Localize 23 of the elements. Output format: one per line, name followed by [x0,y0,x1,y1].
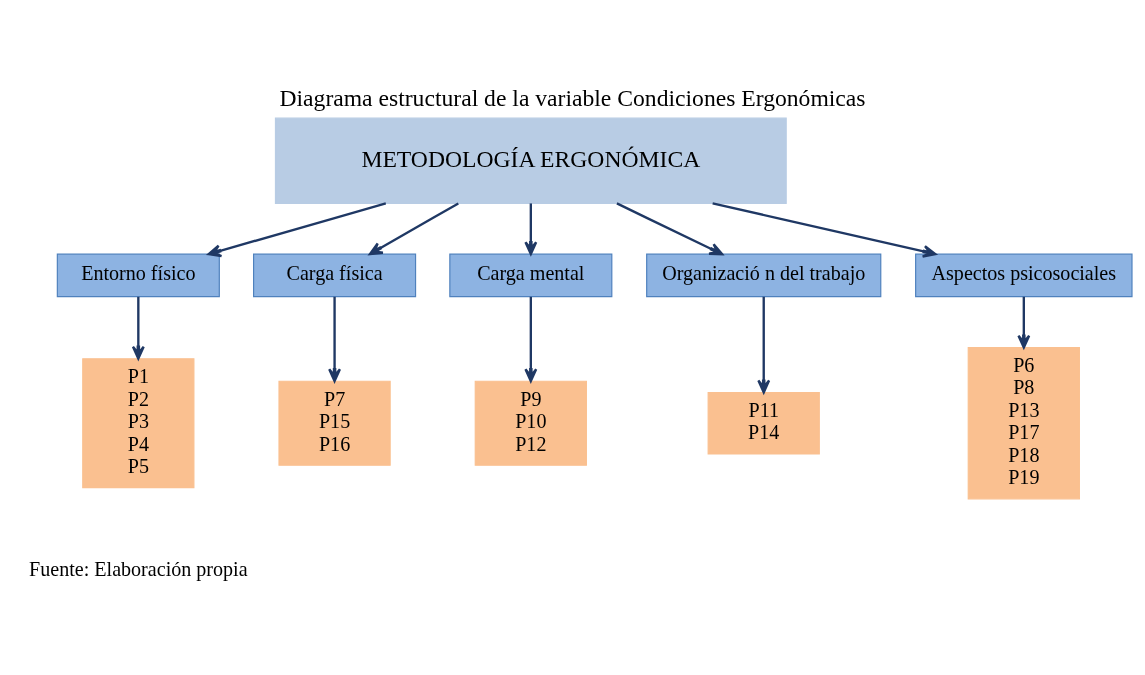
node-box: P1 P2 P3 P4 P5 [82,358,195,489]
arrow [328,296,342,383]
node-box: P7 P15 P16 [278,380,391,466]
arrow [616,202,724,256]
node-box: METODOLOGÍA ERGONÓMICA [274,117,787,204]
node-box: Carga mental [449,253,613,298]
arrow [1017,296,1031,349]
arrow [131,296,145,360]
diagram-title: Diagrama estructural de la variable Condiciones Ergonómicas [279,85,866,112]
node-box: P9 P10 P12 [474,380,587,466]
arrow [757,296,771,394]
node-box: Carga física [253,253,417,298]
node-box: Organizació n del trabajo [646,253,882,298]
arrow [524,296,538,383]
caption: Fuente: Elaboración propia [29,557,248,580]
arrow [368,202,459,256]
node-box: Aspectos psicosociales [915,253,1133,298]
arrow [712,202,937,258]
arrow [207,202,387,258]
node-box: Entorno físico [56,253,220,298]
node-box: P11 P14 [707,391,820,455]
node-box: P6 P8 P13 P17 P18 P19 [967,346,1080,500]
arrow [524,203,538,256]
